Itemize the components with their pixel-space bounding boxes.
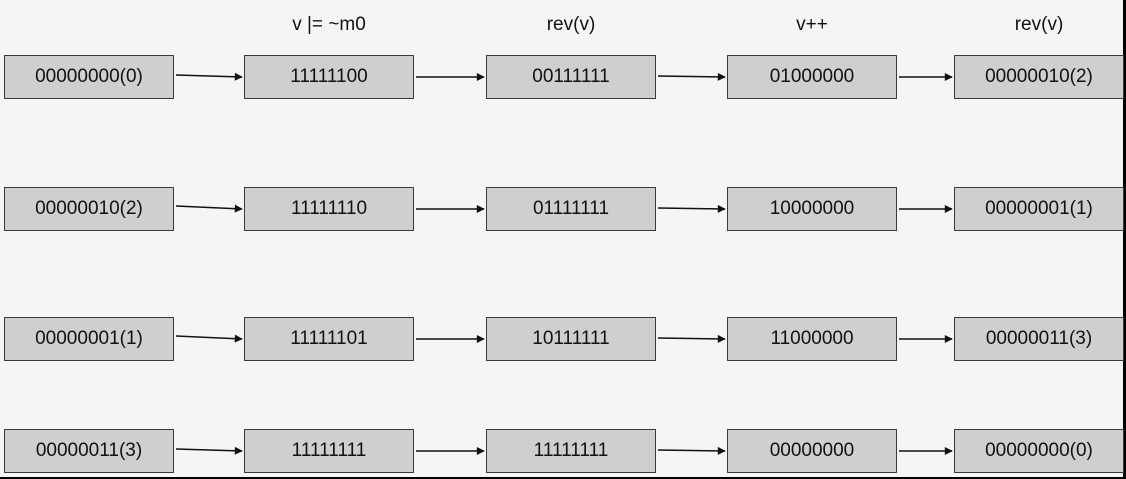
row4-rev-box: 11111111	[486, 429, 656, 473]
row1-rev-box: 00111111	[486, 55, 656, 99]
row2-or-box: 11111110	[244, 187, 414, 231]
row1-arrow-1	[175, 72, 243, 81]
row4-input-box: 00000011(3)	[4, 429, 174, 473]
column-header-reverse-final: rev(v)	[1014, 14, 1064, 35]
row4-arrow-3	[657, 446, 726, 455]
row2-output-box: 00000001(1)	[954, 187, 1124, 231]
row4-output-box: 00000000(0)	[954, 429, 1124, 473]
row3-arrow-3	[657, 334, 726, 343]
column-header-reverse: rev(v)	[546, 14, 596, 35]
row3-rev-box: 10111111	[486, 317, 656, 361]
row2-inc-box: 10000000	[727, 187, 897, 231]
row2-arrow-3	[657, 204, 726, 213]
row1-inc-box: 01000000	[727, 55, 897, 99]
row2-rev-box: 01111111	[486, 187, 656, 231]
row1-output-box: 00000010(2)	[954, 55, 1124, 99]
row2-arrow-1	[175, 204, 243, 213]
row3-output-box: 00000011(3)	[954, 317, 1124, 361]
row4-or-box: 11111111	[244, 429, 414, 473]
row1-arrow-3	[657, 72, 726, 81]
row3-input-box: 00000001(1)	[4, 317, 174, 361]
row4-arrow-1	[175, 446, 243, 455]
row2-input-box: 00000010(2)	[4, 187, 174, 231]
row3-or-box: 11111101	[244, 317, 414, 361]
row4-inc-box: 00000000	[727, 429, 897, 473]
row1-or-box: 11111100	[244, 55, 414, 99]
column-header-increment: v++	[796, 14, 828, 35]
column-header-or-complement: v |= ~m0	[292, 14, 366, 35]
row3-inc-box: 11000000	[727, 317, 897, 361]
row1-input-box: 00000000(0)	[4, 55, 174, 99]
row3-arrow-1	[175, 334, 243, 343]
